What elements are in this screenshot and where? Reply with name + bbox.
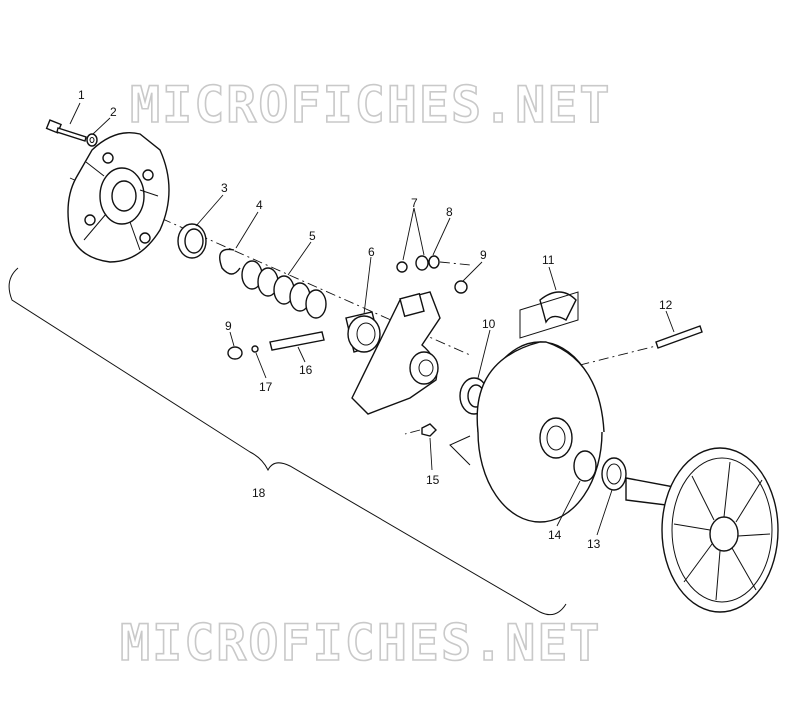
long-pin-part (655, 325, 703, 349)
watermark-top: MICROFICHES.NET (130, 76, 612, 134)
callout-9-left: 9 (225, 319, 232, 333)
cam-roller-part (345, 311, 381, 353)
callout-1: 1 (78, 88, 85, 102)
callout-10: 10 (482, 317, 496, 331)
callout-12: 12 (659, 298, 673, 312)
rivet-hardware-part (396, 255, 468, 294)
nut-part (421, 423, 437, 437)
callout-6: 6 (368, 245, 375, 259)
callout-9-right: 9 (480, 248, 487, 262)
callout-16: 16 (299, 363, 313, 377)
washer-part (86, 133, 98, 147)
pin-hardware-part (227, 331, 325, 360)
callout-2: 2 (110, 105, 117, 119)
bolt-part (45, 119, 87, 142)
bushing-ring-part (177, 223, 207, 259)
callout-8: 8 (446, 205, 453, 219)
spring-part (241, 260, 327, 319)
spider-arm-part (351, 291, 441, 415)
snap-ring-part (219, 248, 241, 275)
spacer-rings-part (573, 450, 627, 491)
callout-11: 11 (542, 253, 555, 267)
callout-13: 13 (587, 537, 601, 551)
movable-sheave-part (449, 341, 605, 523)
callout-15: 15 (426, 473, 440, 487)
leader-lines (69, 102, 675, 536)
watermark-bottom: MICROFICHES.NET (120, 614, 602, 672)
callout-7: 7 (411, 196, 418, 210)
callout-labels: 1 2 3 4 5 6 7 8 9 9 10 11 12 13 14 15 16… (78, 88, 673, 551)
cover-plate-part (67, 132, 170, 263)
callout-4: 4 (256, 198, 263, 212)
assembly-bracket (8, 267, 567, 616)
fixed-sheave-part (625, 447, 779, 613)
callout-5: 5 (309, 229, 316, 243)
callout-18: 18 (252, 486, 266, 500)
callout-3: 3 (221, 181, 228, 195)
callout-17: 17 (259, 380, 273, 394)
insert-part (519, 291, 579, 339)
callout-14: 14 (548, 528, 562, 542)
